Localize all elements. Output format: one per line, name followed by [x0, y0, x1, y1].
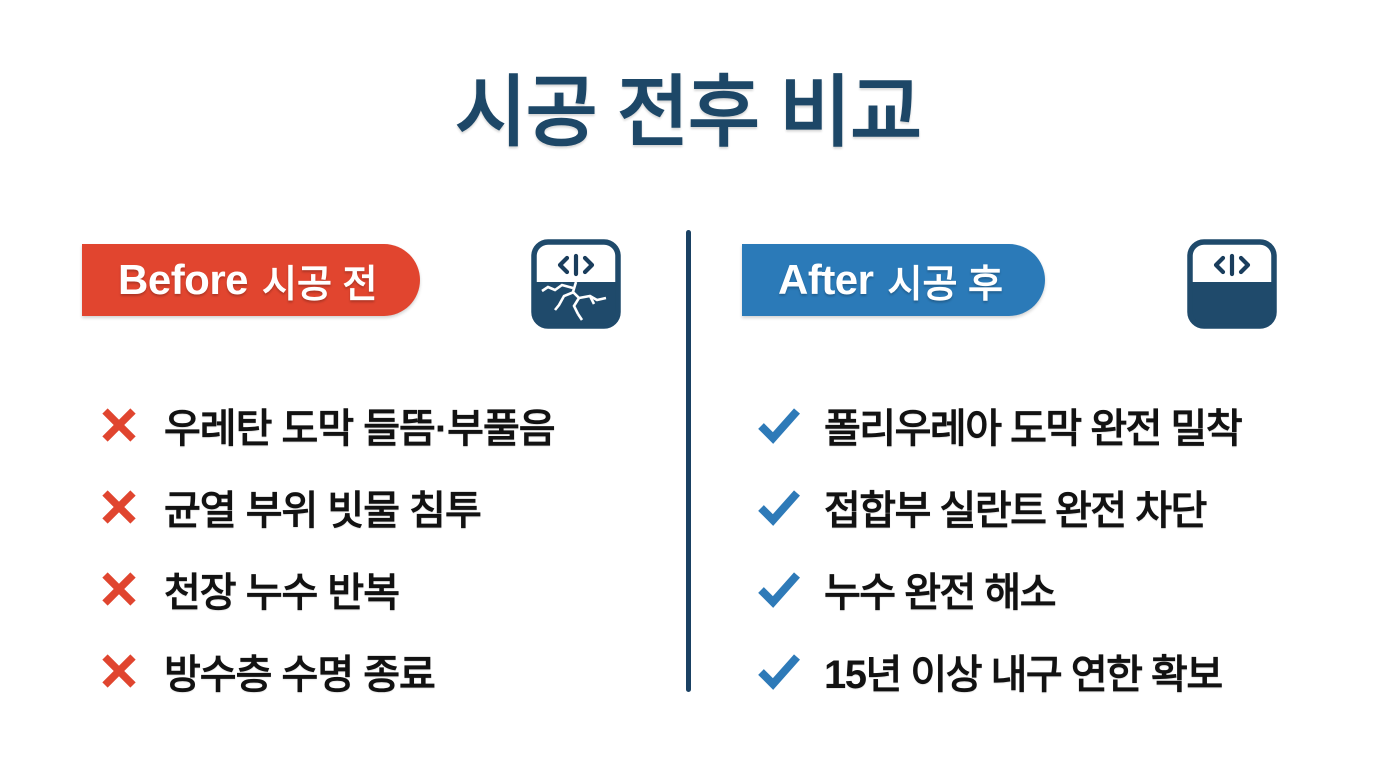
- list-item-label: 천장 누수 반복: [164, 571, 400, 615]
- page-title: 시공 전후 비교: [455, 68, 922, 156]
- after-item-list: 폴리우레아 도막 완전 밀착 접합부 실란트 완전 차단 누수 완전 해소: [756, 384, 1326, 712]
- sealed-waterproofing-tile-icon: [1182, 234, 1282, 334]
- check-icon: [756, 648, 802, 694]
- cross-icon: [96, 566, 142, 612]
- list-item: 천장 누수 반복: [96, 548, 668, 630]
- before-item-list: 우레탄 도막 들뜸·부풀음 균열 부위 빗물 침투: [96, 384, 668, 712]
- list-item-label: 우레탄 도막 들뜸·부풀음: [164, 407, 556, 451]
- after-badge-korean: 시공 후: [887, 263, 1003, 306]
- before-column-header: Before 시공 전: [82, 234, 654, 334]
- cross-icon: [96, 648, 142, 694]
- after-column-header: After 시공 후: [742, 234, 1312, 334]
- check-icon: [756, 484, 802, 530]
- cross-icon: [96, 402, 142, 448]
- check-icon: [756, 402, 802, 448]
- before-column: Before 시공 전: [82, 234, 654, 697]
- before-badge-english: Before: [118, 256, 249, 303]
- after-column: After 시공 후: [742, 234, 1312, 697]
- after-badge: After 시공 후: [742, 244, 1045, 316]
- before-badge: Before 시공 전: [82, 244, 420, 316]
- center-divider: [686, 230, 691, 692]
- list-item: 폴리우레아 도막 완전 밀착: [756, 384, 1326, 466]
- cracked-waterproofing-tile-icon: [526, 234, 626, 334]
- cross-icon: [96, 484, 142, 530]
- list-item: 우레탄 도막 들뜸·부풀음: [96, 384, 668, 466]
- list-item: 균열 부위 빗물 침투: [96, 466, 668, 548]
- list-item-label: 방수층 수명 종료: [164, 653, 436, 697]
- list-item: 방수층 수명 종료: [96, 630, 668, 712]
- after-badge-english: After: [778, 256, 874, 303]
- list-item: 누수 완전 해소: [756, 548, 1326, 630]
- list-item-label: 접합부 실란트 완전 차단: [824, 489, 1207, 533]
- check-icon: [756, 566, 802, 612]
- list-item: 15년 이상 내구 연한 확보: [756, 630, 1326, 712]
- list-item-label: 폴리우레아 도막 완전 밀착: [824, 407, 1243, 451]
- before-badge-korean: 시공 전: [262, 263, 378, 306]
- list-item-label: 누수 완전 해소: [824, 571, 1057, 615]
- list-item: 접합부 실란트 완전 차단: [756, 466, 1326, 548]
- list-item-label: 균열 부위 빗물 침투: [164, 489, 482, 533]
- list-item-label: 15년 이상 내구 연한 확보: [824, 653, 1223, 697]
